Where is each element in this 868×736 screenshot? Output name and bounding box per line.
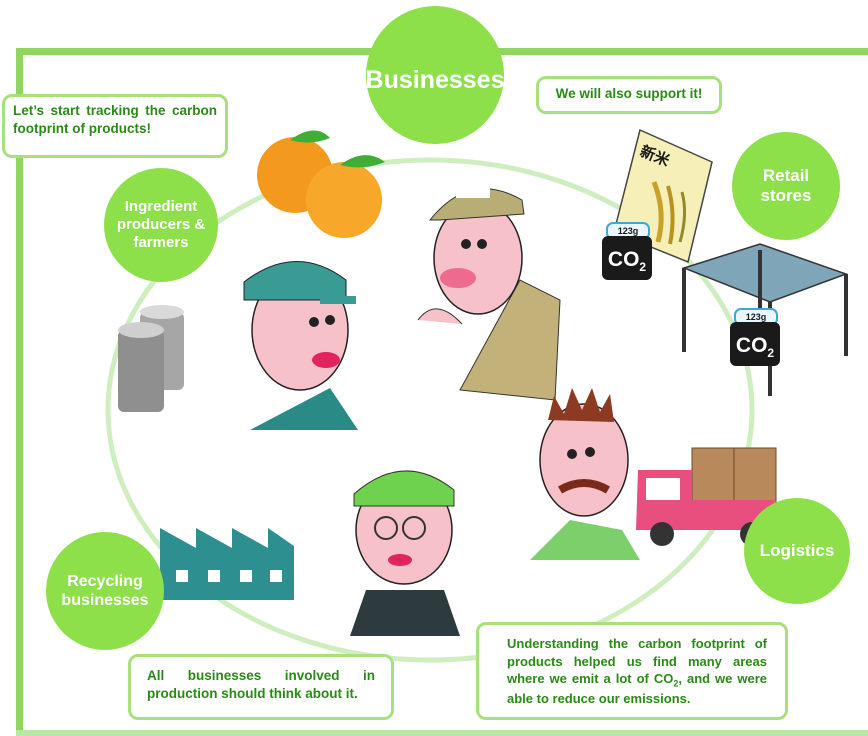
producers-node: Ingredient producers & farmers xyxy=(104,168,218,282)
cans-icon xyxy=(118,305,184,412)
co2-tag-table: CO2 xyxy=(730,322,780,366)
co2-sub: 2 xyxy=(639,260,647,275)
businesses-hub-label: Businesses xyxy=(365,66,505,94)
driver-figure xyxy=(530,388,640,560)
frame-bottom-border xyxy=(16,730,868,736)
understanding-text-sub: 2 xyxy=(673,678,679,689)
farmer-figure xyxy=(243,261,358,430)
involved-callout-text: All businesses involved in production sh… xyxy=(147,668,375,702)
producers-node-label: Ingredient producers & farmers xyxy=(116,198,206,251)
understanding-callout: Understanding the carbon footprint of pr… xyxy=(476,622,788,720)
co2-text: CO xyxy=(735,334,768,357)
support-callout-text: We will also support it! xyxy=(555,86,703,101)
recycling-node: Recycling businesses xyxy=(46,532,164,650)
cycle-ring xyxy=(105,157,755,663)
support-callout: We will also support it! xyxy=(536,76,722,114)
co2-text: CO xyxy=(607,248,640,271)
logistics-node-label: Logistics xyxy=(759,540,835,560)
business-person-figure xyxy=(417,184,561,401)
involved-callout: All businesses involved in production sh… xyxy=(128,654,394,720)
logistics-node: Logistics xyxy=(744,498,850,604)
oranges-icon xyxy=(257,130,385,238)
understanding-text-part2: , and we were able to reduce our emissio… xyxy=(507,671,767,706)
tracking-callout-text: Let’s start tracking the carbon footprin… xyxy=(13,103,217,137)
co2-sub: 2 xyxy=(767,346,775,361)
tracking-callout: Let’s start tracking the carbon footprin… xyxy=(2,94,228,158)
businesses-hub: Businesses xyxy=(366,6,504,144)
factory-icon xyxy=(160,528,294,600)
co2-tag-rice: CO2 xyxy=(602,236,652,280)
recycling-worker-figure xyxy=(350,470,460,636)
weight-tag-table: 123g xyxy=(734,308,778,326)
retail-node: Retail stores xyxy=(732,132,840,240)
understanding-text-part1: Understanding the carbon footprint of pr… xyxy=(507,636,767,687)
recycling-node-label: Recycling businesses xyxy=(61,572,149,609)
retail-node-label: Retail stores xyxy=(760,165,812,205)
